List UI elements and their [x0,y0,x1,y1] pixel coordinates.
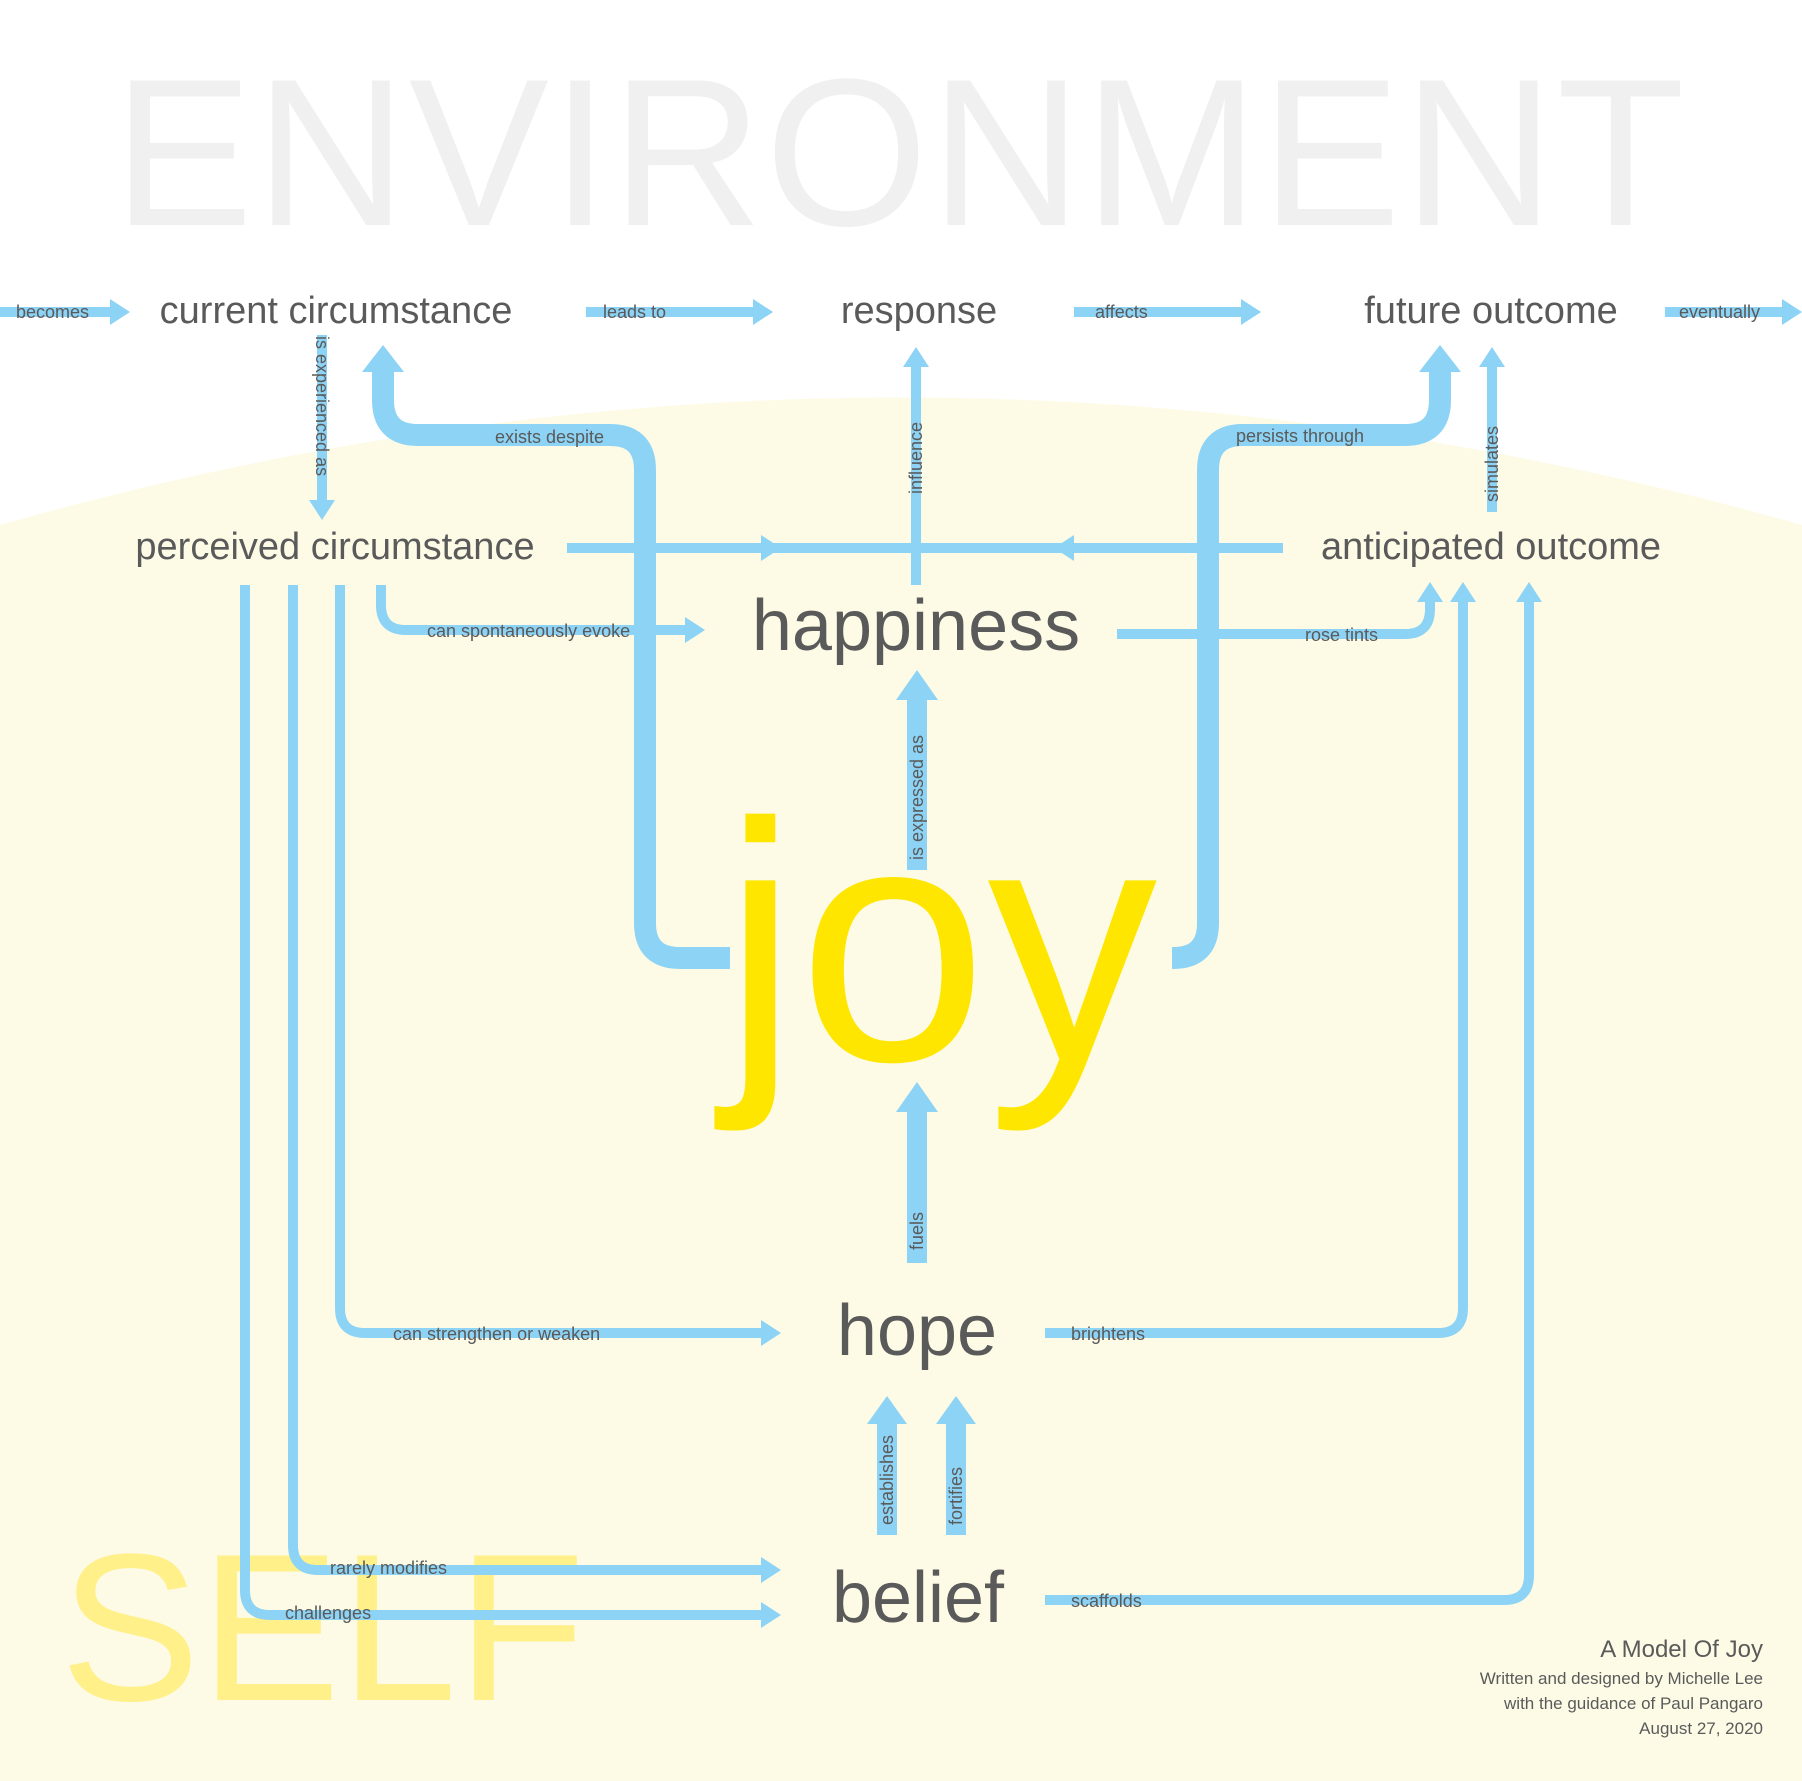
label-rose-tints: rose tints [1305,625,1378,645]
label-brightens: brightens [1071,1324,1145,1344]
node-future-outcome: future outcome [1364,290,1617,332]
edge-brightens [1045,582,1476,1338]
edge-anticipated-to-center [916,535,1283,561]
label-is-experienced-as: is experienced as [312,336,332,476]
node-belief: belief [832,1558,1005,1638]
edge-exists-despite [362,345,730,969]
edge-eventually [1665,299,1802,325]
label-can-spontaneously-evoke: can spontaneously evoke [427,621,630,641]
node-happiness: happiness [752,586,1080,666]
edge-challenges [240,585,781,1628]
node-anticipated-outcome: anticipated outcome [1321,526,1661,568]
label-exists-despite: exists despite [495,427,604,447]
edge-fortifies [936,1396,976,1535]
edge-can-spontaneously-evoke [376,585,705,643]
label-simulates: simulates [1482,426,1502,502]
node-response: response [841,290,997,332]
self-region [0,397,1802,1781]
label-challenges: challenges [285,1603,371,1623]
edge-perceived-to-center [567,535,916,561]
nodes: current circumstance response future out… [135,290,1661,1638]
edge-can-strengthen-or-weaken [335,585,781,1346]
edge-is-expressed-as [896,670,938,870]
label-is-expressed-as: is expressed as [907,735,927,860]
credits-title: A Model Of Joy [1600,1636,1763,1663]
edge-labels: becomes leads to affects eventually is e… [16,302,1760,1623]
label-can-strengthen-or-weaken: can strengthen or weaken [393,1324,600,1344]
label-persists-through: persists through [1236,426,1364,446]
label-fortifies: fortifies [946,1467,966,1525]
label-scaffolds: scaffolds [1071,1591,1142,1611]
node-hope: hope [837,1291,997,1371]
node-perceived-circumstance: perceived circumstance [135,526,534,568]
edge-fuels [896,1082,938,1263]
environment-label: ENVIRONMENT [113,35,1687,270]
label-leads-to: leads to [603,302,666,322]
edge-affects [1074,299,1261,325]
credits: A Model Of Joy Written and designed by M… [1480,1636,1763,1738]
arrows [0,299,1802,1628]
self-label: SELF [60,1510,585,1745]
node-current-circumstance: current circumstance [160,290,513,332]
edge-simulates [1479,347,1505,512]
credits-date: August 27, 2020 [1639,1719,1763,1738]
label-eventually: eventually [1679,302,1760,322]
edge-scaffolds [1045,582,1542,1605]
label-fuels: fuels [907,1212,927,1250]
credits-author: Written and designed by Michelle Lee [1480,1669,1763,1688]
label-influence: influence [906,422,926,494]
edge-rose-tints [1117,582,1443,639]
label-becomes: becomes [16,302,89,322]
edge-rarely-modifies [288,585,781,1583]
edge-is-experienced-as [309,335,335,520]
edge-becomes [0,299,130,325]
label-establishes: establishes [877,1435,897,1525]
edge-leads-to [586,299,773,325]
label-rarely-modifies: rarely modifies [330,1558,447,1578]
node-joy: joy [712,753,1157,1134]
label-affects: affects [1095,302,1148,322]
edge-establishes [867,1396,907,1535]
edge-persists-through [1162,345,1461,969]
credits-guidance: with the guidance of Paul Pangaro [1503,1694,1763,1713]
